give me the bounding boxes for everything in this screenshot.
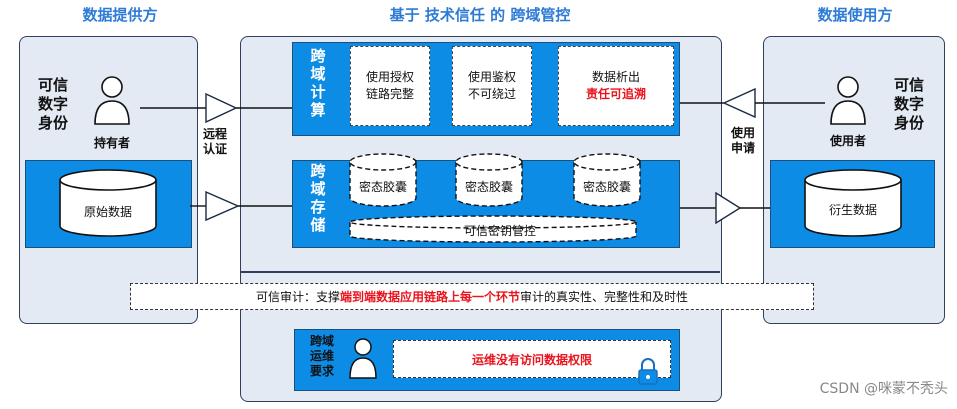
- holder-person-icon: [94, 76, 130, 125]
- audit-prefix: 可信审计：支撑: [255, 290, 340, 304]
- ops-requirement: 运维没有访问数据权限: [393, 340, 671, 378]
- capsule-1-label: 密态胶囊: [358, 180, 407, 194]
- derived-data-label: 衍生数据: [828, 203, 877, 217]
- compute-item-traceability-line2: 责任可追溯: [585, 87, 646, 101]
- capsule-2-label: 密态胶囊: [464, 180, 513, 194]
- key-control-label: 可信密钥管控: [463, 224, 536, 238]
- center-header: 基于 技术信任 的 跨域管控: [389, 6, 571, 24]
- derived-data-cylinder-icon: [804, 169, 902, 237]
- ops-title: 跨域 运维 要求: [309, 334, 334, 378]
- user-label: 使用者: [829, 134, 866, 148]
- audit-suffix: 审计的真实性、完整性和及时性: [520, 290, 689, 304]
- consumer-header: 数据使用方: [817, 6, 893, 24]
- capsule-3-label: 密态胶囊: [582, 180, 631, 194]
- ops-requirement-text: 运维没有访问数据权限: [471, 352, 592, 367]
- raw-data-label: 原始数据: [83, 205, 132, 219]
- compute-item-authentication: 使用鉴权 不可绕过: [452, 46, 532, 126]
- compute-item-authorization: 使用授权 链路完整: [350, 46, 430, 126]
- center-divider: [241, 271, 720, 273]
- apply-use-label: 使用 申请: [730, 126, 755, 155]
- consumer-identity-label: 可信 数字 身份: [894, 76, 925, 132]
- remote-auth-label: 远程 认证: [202, 127, 227, 156]
- storage-shapes: [349, 153, 641, 243]
- lock-icon: [638, 358, 658, 385]
- ops-person-icon: [349, 338, 377, 379]
- watermark: CSDN @咪蒙不秃头: [819, 381, 948, 397]
- compute-item-traceability: 数据析出 责任可追溯: [558, 46, 674, 126]
- holder-label: 持有者: [93, 136, 130, 150]
- compute-item-authorization-text: 使用授权 链路完整: [365, 70, 414, 101]
- provider-header: 数据提供方: [82, 6, 158, 24]
- user-person-icon: [830, 76, 866, 125]
- audit-highlight: 端到端数据应用链路上每一个环节: [339, 290, 520, 304]
- storage-title: 跨 域 存 储: [310, 162, 326, 234]
- compute-item-traceability-line1: 数据析出: [591, 70, 640, 84]
- compute-item-authentication-text: 使用鉴权 不可绕过: [467, 70, 516, 101]
- compute-title: 跨 域 计 算: [310, 47, 326, 119]
- raw-data-cylinder-icon: [59, 169, 157, 237]
- audit-banner: 可信审计：支撑端到端数据应用链路上每一个环节审计的真实性、完整性和及时性: [130, 283, 814, 310]
- provider-identity-label: 可信 数字 身份: [38, 76, 69, 132]
